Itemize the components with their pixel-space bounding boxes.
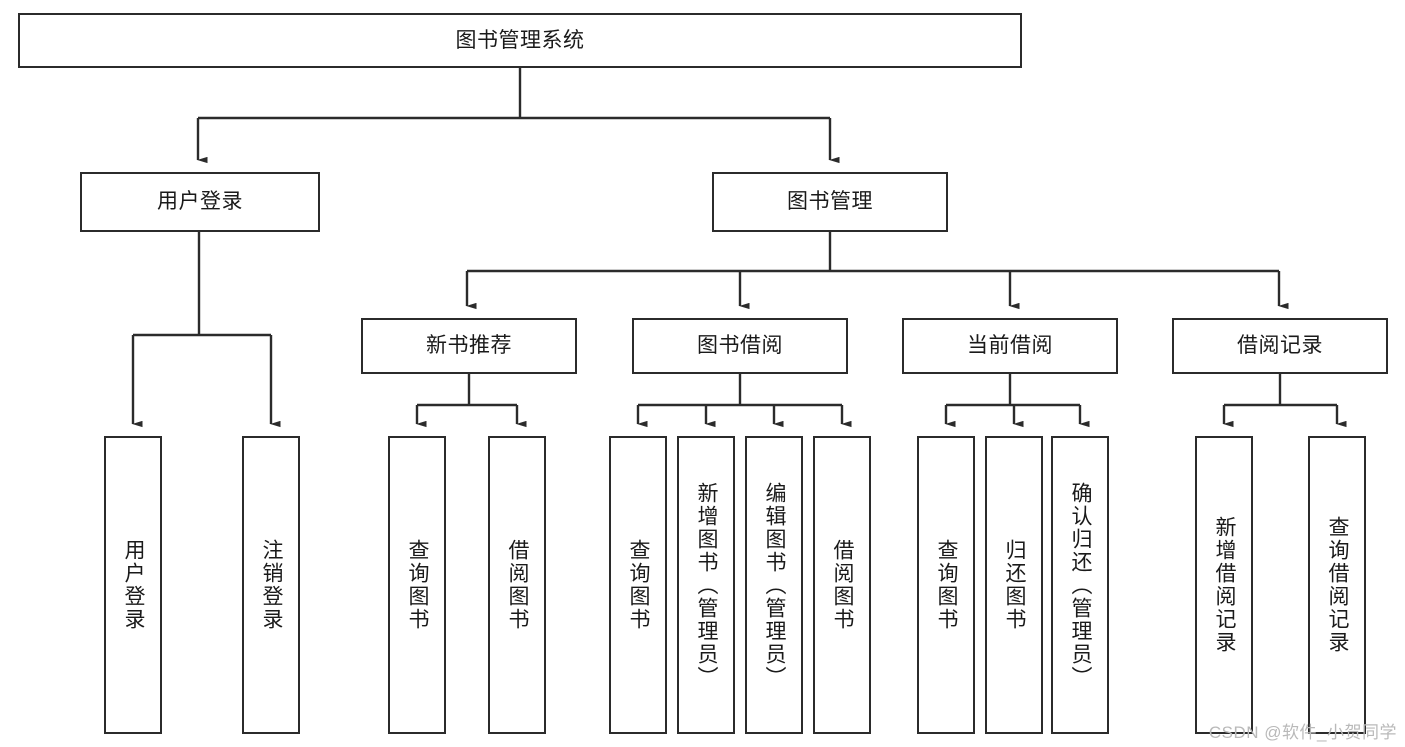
leaf-new-book-borrow-books[interactable]: 借阅图书: [488, 436, 546, 734]
leaf-user-login-logout[interactable]: 注销登录: [242, 436, 300, 734]
node-label: 新增图书（管理员）: [695, 481, 718, 689]
node-label: 用户登录: [157, 190, 243, 214]
node-borrow-record[interactable]: 借阅记录: [1172, 318, 1388, 374]
node-label: 查询借阅记录: [1326, 516, 1349, 654]
leaf-new-book-query-books[interactable]: 查询图书: [388, 436, 446, 734]
node-book-borrow[interactable]: 图书借阅: [632, 318, 848, 374]
node-root-book-management-system[interactable]: 图书管理系统: [18, 13, 1022, 68]
node-label: 借阅图书: [506, 539, 529, 631]
node-user-login[interactable]: 用户登录: [80, 172, 320, 232]
leaf-book-borrow-query-books[interactable]: 查询图书: [609, 436, 667, 734]
node-label: 确认归还（管理员）: [1069, 481, 1092, 689]
leaf-book-borrow-borrow-books[interactable]: 借阅图书: [813, 436, 871, 734]
node-book-management[interactable]: 图书管理: [712, 172, 948, 232]
node-label: 借阅记录: [1237, 334, 1323, 358]
leaf-current-borrow-confirm-return-admin[interactable]: 确认归还（管理员）: [1051, 436, 1109, 734]
leaf-book-borrow-edit-book-admin[interactable]: 编辑图书（管理员）: [745, 436, 803, 734]
node-label: 当前借阅: [967, 334, 1053, 358]
node-new-book-recommendation[interactable]: 新书推荐: [361, 318, 577, 374]
csdn-watermark: CSDN @软件_小贺同学: [1208, 723, 1397, 742]
node-label: 查询图书: [935, 539, 958, 631]
node-label: 查询图书: [627, 539, 650, 631]
node-label: 图书管理: [787, 190, 873, 214]
node-label: 归还图书: [1003, 539, 1026, 631]
node-label: 图书管理系统: [455, 28, 585, 52]
leaf-borrow-record-add-record[interactable]: 新增借阅记录: [1195, 436, 1253, 734]
node-label: 编辑图书（管理员）: [763, 481, 786, 689]
leaf-current-borrow-return-books[interactable]: 归还图书: [985, 436, 1043, 734]
node-label: 用户登录: [122, 539, 145, 631]
leaf-current-borrow-query-books[interactable]: 查询图书: [917, 436, 975, 734]
leaf-user-login-login[interactable]: 用户登录: [104, 436, 162, 734]
leaf-book-borrow-add-book-admin[interactable]: 新增图书（管理员）: [677, 436, 735, 734]
node-label: 新书推荐: [426, 334, 512, 358]
node-label: 图书借阅: [697, 334, 783, 358]
node-label: 新增借阅记录: [1213, 516, 1236, 654]
node-label: 查询图书: [406, 539, 429, 631]
node-current-borrow[interactable]: 当前借阅: [902, 318, 1118, 374]
node-label: 借阅图书: [831, 539, 854, 631]
leaf-borrow-record-query-record[interactable]: 查询借阅记录: [1308, 436, 1366, 734]
node-label: 注销登录: [260, 539, 283, 631]
